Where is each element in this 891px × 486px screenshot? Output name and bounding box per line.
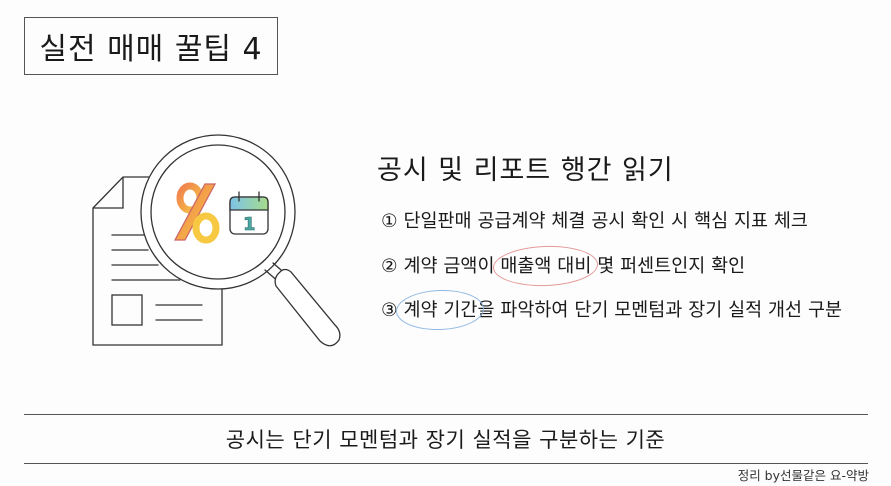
tip-item-3: ③ 계약 기간을 파악하여 단기 모멘텀과 장기 실적 개선 구분 [381, 296, 842, 322]
divider-bottom [24, 463, 868, 464]
title-box: 실전 매매 꿀팁 4 [24, 17, 278, 75]
document-magnifier-illustration: 1 [40, 100, 360, 390]
item-text-pre: 계약 금액이 [403, 256, 495, 277]
item-marker: ② [381, 256, 398, 277]
document-icon [92, 176, 223, 346]
item-text: 단일판매 공급계약 체결 공시 확인 시 핵심 지표 체크 [403, 211, 808, 232]
tip-item-1: ① 단일판매 공급계약 체결 공시 확인 시 핵심 지표 체크 [381, 207, 808, 233]
highlight-circle-red: 매출액 대비 [500, 252, 591, 278]
calendar-icon: 1 [229, 191, 269, 235]
page-title: 실전 매매 꿀팁 4 [39, 32, 263, 67]
item-marker: ① [381, 211, 398, 232]
percent-icon [173, 182, 220, 244]
credit-text: 정리 by선물같은 요-약방 [737, 468, 869, 483]
summary-text: 공시는 단기 모멘텀과 장기 실적을 구분하는 기준 [225, 428, 666, 452]
item-text-post: 몇 퍼센트인지 확인 [597, 256, 746, 277]
item-text-post: 을 파악하여 단기 모멘텀과 장기 실적 개선 구분 [477, 300, 842, 321]
svg-text:1: 1 [243, 214, 256, 235]
highlight-circle-blue: 계약 기간 [403, 296, 477, 322]
section-heading: 공시 및 리포트 행간 읽기 [377, 155, 674, 186]
tip-item-2: ② 계약 금액이 매출액 대비 몇 퍼센트인지 확인 [381, 252, 745, 278]
magnifying-glass-icon [140, 134, 341, 347]
divider-top [24, 414, 868, 415]
item-marker: ③ [381, 300, 398, 321]
